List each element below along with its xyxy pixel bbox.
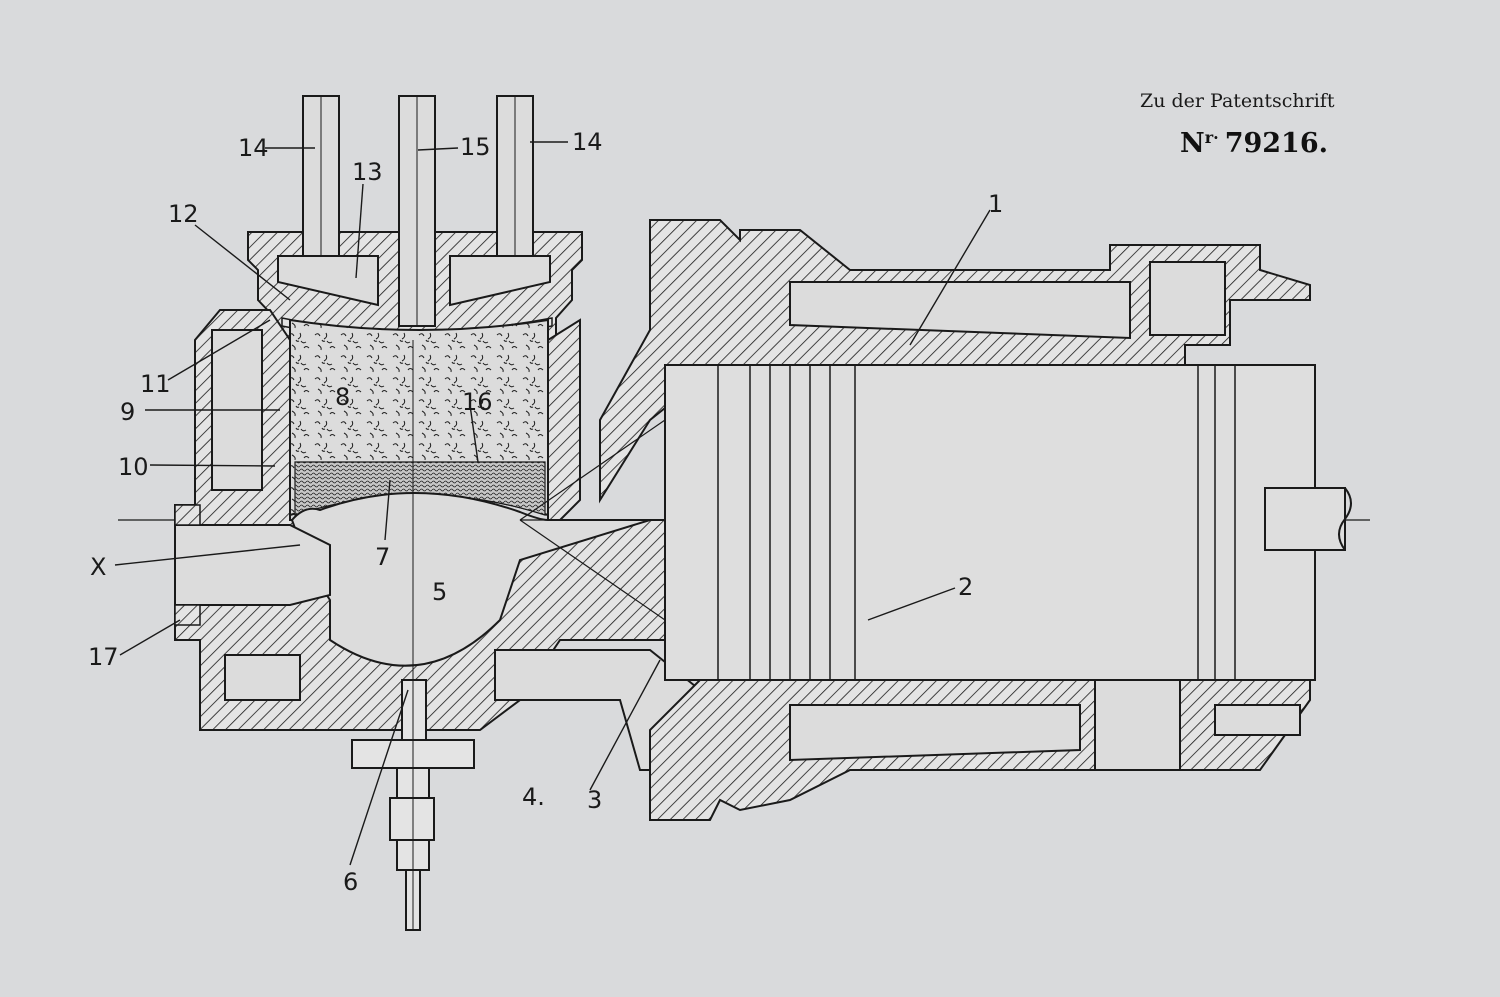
vaporizer-chamber xyxy=(289,318,549,517)
label-2: 2 xyxy=(958,573,973,601)
label-9: 9 xyxy=(120,398,135,426)
patent-number: Nr· 79216. xyxy=(1180,128,1328,159)
part-labels: 14 13 15 14 12 11 9 8 16 10 7 5 X 17 4. … xyxy=(88,128,1003,896)
piston-rod xyxy=(1264,487,1352,551)
cylinder-casting xyxy=(599,219,1311,821)
leader-lines xyxy=(114,141,991,866)
label-6: 6 xyxy=(343,868,358,896)
label-10: 10 xyxy=(118,453,149,481)
label-14-right: 14 xyxy=(572,128,603,156)
patent-number-suffix: r· xyxy=(1204,128,1219,147)
label-1: 1 xyxy=(988,190,1003,218)
label-11: 11 xyxy=(140,370,171,398)
patent-number-prefix: N xyxy=(1180,128,1205,159)
label-x: X xyxy=(90,553,106,581)
label-3: 3 xyxy=(587,786,602,814)
inlet-nozzle xyxy=(174,504,331,626)
mixing-chamber xyxy=(290,492,651,667)
patent-header-title: Zu der Patentschrift xyxy=(1140,90,1335,112)
label-13: 13 xyxy=(352,158,383,186)
piston xyxy=(519,364,1316,681)
label-4: 4. xyxy=(522,783,545,811)
label-5: 5 xyxy=(432,578,447,606)
label-16: 16 xyxy=(462,388,493,416)
label-8: 8 xyxy=(335,383,350,411)
label-12: 12 xyxy=(168,200,199,228)
pipes xyxy=(302,95,534,327)
label-14-left: 14 xyxy=(238,134,269,162)
label-7: 7 xyxy=(375,543,390,571)
drain-valve xyxy=(351,340,475,931)
label-15: 15 xyxy=(460,133,491,161)
label-17: 17 xyxy=(88,643,119,671)
patent-number-value: 79216. xyxy=(1224,128,1329,159)
